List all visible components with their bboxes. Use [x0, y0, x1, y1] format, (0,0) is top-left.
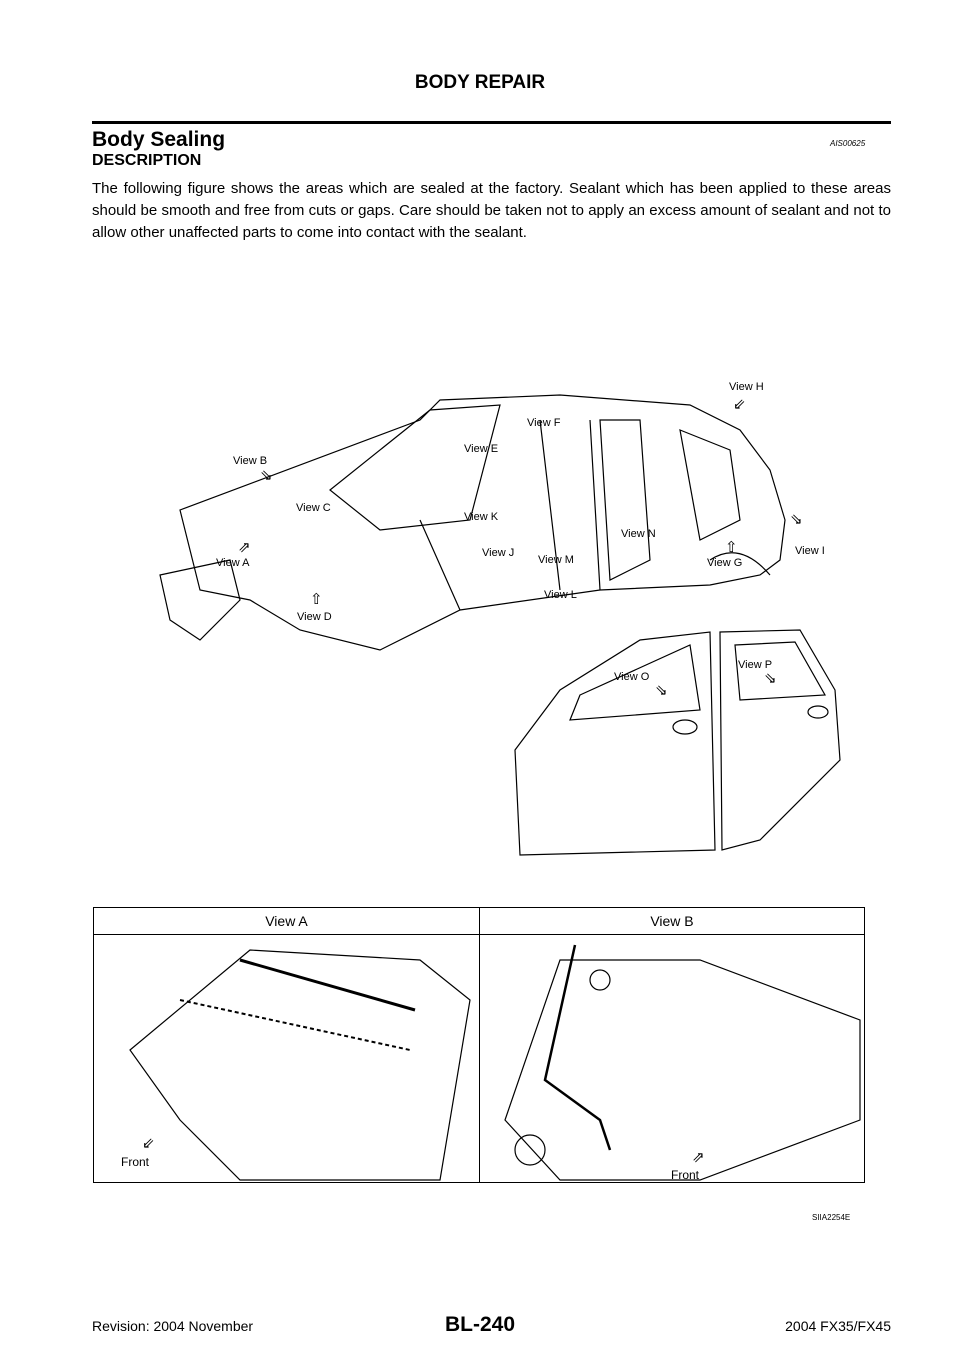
- view-j-label: View J: [482, 547, 515, 559]
- arrow-icon: ⇧: [725, 539, 738, 556]
- view-o-label: View O: [614, 671, 650, 683]
- section-code: AIS00625: [830, 139, 866, 148]
- view-e-label: View E: [464, 443, 499, 455]
- front-label-b: Front: [671, 1168, 700, 1182]
- page-title: Body Sealing: [92, 128, 226, 151]
- table-header-view-b: View B: [480, 908, 864, 935]
- arrow-icon: ⇘: [790, 511, 803, 528]
- footer-model: 2004 FX35/FX45: [785, 1318, 891, 1334]
- view-f-label: View F: [527, 417, 561, 429]
- table-header-view-a: View A: [94, 908, 480, 935]
- views-table: View A View B Front ⇙ Front ⇗: [93, 907, 865, 1183]
- arrow-icon: ⇗: [238, 539, 251, 556]
- footer-revision: Revision: 2004 November: [92, 1318, 254, 1334]
- view-m-label: View M: [538, 554, 574, 566]
- arrow-icon: ⇘: [764, 670, 777, 687]
- arrow-icon: ⇘: [260, 467, 273, 484]
- view-a-label: View A: [216, 557, 250, 569]
- arrow-icon: ⇗: [692, 1149, 705, 1166]
- section-header: BODY REPAIR: [414, 72, 546, 93]
- arrow-icon: ⇧: [310, 591, 323, 608]
- view-b-label: View B: [233, 455, 268, 467]
- front-label-a: Front: [121, 1155, 150, 1169]
- view-g-label: View G: [707, 557, 743, 569]
- view-d-label: View D: [297, 611, 332, 623]
- view-i-label: View I: [795, 545, 825, 557]
- figure-code: SIIA2254E: [812, 1213, 851, 1222]
- view-k-label: View K: [464, 511, 499, 523]
- view-c-label: View C: [296, 502, 331, 514]
- subheading: DESCRIPTION: [92, 152, 202, 169]
- view-l-label: View L: [544, 589, 577, 601]
- header-rule: [92, 121, 891, 124]
- arrow-icon: ⇘: [655, 682, 668, 699]
- view-p-label: View P: [738, 659, 773, 671]
- arrow-icon: ⇙: [733, 396, 746, 413]
- footer-page-number: BL-240: [444, 1313, 516, 1336]
- description-text: The following figure shows the areas whi…: [92, 180, 891, 241]
- table-divider: [479, 934, 480, 1182]
- view-h-label: View H: [729, 381, 764, 393]
- view-n-label: View N: [621, 528, 656, 540]
- arrow-icon: ⇙: [142, 1135, 155, 1152]
